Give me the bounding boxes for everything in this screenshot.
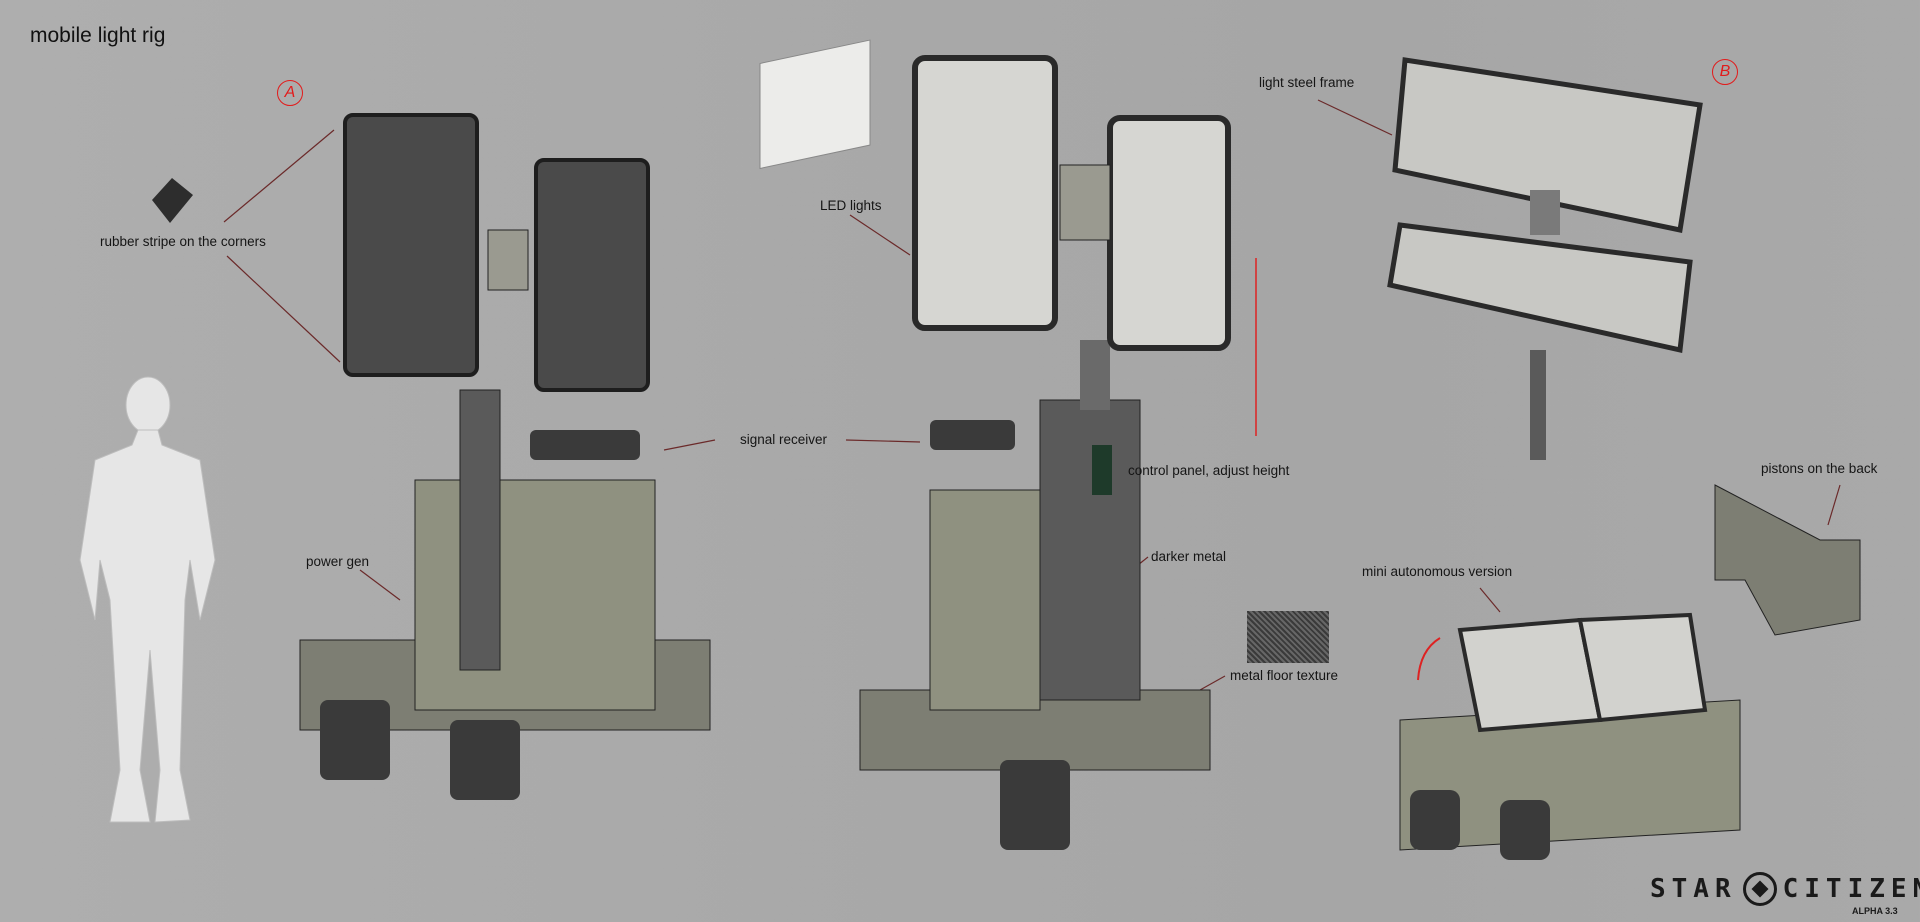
star-citizen-logo: STAR CITIZEN ® [1650,872,1920,906]
label-mini-version: mini autonomous version [1362,564,1513,579]
rig-b-detail [1387,57,1703,460]
label-darker-metal: darker metal [1151,549,1227,564]
label-control-panel: control panel, adjust height [1128,463,1290,478]
label-rubber-stripe: rubber stripe on the corners [100,234,266,249]
rig-front [759,39,1231,850]
rubber-sample-swatch [152,178,193,223]
version-label: ALPHA 3.3 [1852,906,1898,916]
label-metal-floor: metal floor texture [1230,668,1339,683]
logo-text-left: STAR [1650,874,1737,904]
logo-emblem-icon [1742,872,1777,906]
mini-version [1399,484,1861,860]
label-led-lights: LED lights [820,198,882,213]
label-pistons: pistons on the back [1761,461,1878,476]
label-signal-receiver: signal receiver [740,432,828,447]
open-arrow [1417,637,1441,681]
metal-floor-swatch [1247,611,1329,663]
leader-lines [223,99,1841,691]
logo-text-right: CITIZEN [1782,874,1920,904]
label-light-steel-frame: light steel frame [1259,75,1355,90]
page-title: mobile light rig [30,24,166,47]
marker-b: B [1712,59,1738,85]
human-scale-figure [79,376,216,823]
rig-a [299,113,711,800]
marker-a: A [277,80,303,106]
label-power-gen: power gen [306,554,370,569]
